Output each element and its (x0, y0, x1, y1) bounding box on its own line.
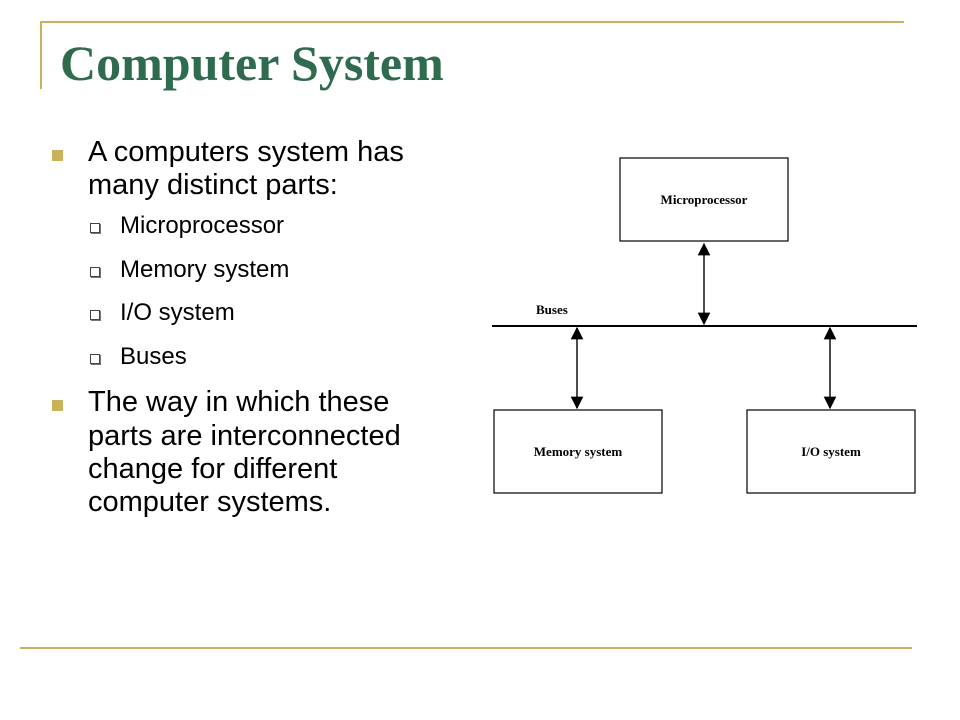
sub-item-io-system: I/O system (88, 299, 460, 327)
memory-system-box (493, 409, 663, 494)
sub-item-label: Memory system (120, 255, 290, 283)
slide-frame-top-line (42, 21, 904, 23)
memory-system-label: Memory system (534, 444, 623, 459)
bullet-item-interconnection: The way in which these parts are interco… (50, 386, 460, 518)
square-bullet-icon (52, 400, 63, 412)
io-system-box (746, 409, 916, 494)
sub-item-microprocessor: Microprocessor (88, 212, 460, 240)
hollow-square-bullet-icon (90, 266, 100, 277)
io-system-label: I/O system (801, 444, 861, 459)
slide-title: Computer System (60, 35, 444, 91)
hollow-square-bullet-icon (90, 223, 100, 234)
sub-item-label: I/O system (120, 299, 235, 327)
bus-label: Buses (536, 302, 568, 317)
sub-item-label: Microprocessor (120, 212, 285, 240)
bullet-item-parts: A computers system has many distinct par… (50, 136, 460, 370)
square-bullet-icon (52, 150, 63, 161)
microprocessor-label: Microprocessor (661, 192, 748, 207)
sub-list-parts: Microprocessor Memory system I/O system … (88, 212, 460, 370)
slide-frame-left-line (40, 21, 42, 89)
sub-item-label: Buses (120, 342, 187, 370)
sub-item-buses: Buses (88, 343, 460, 371)
bullet-text-interconnection: The way in which these parts are interco… (88, 386, 401, 518)
hollow-square-bullet-icon (90, 353, 100, 364)
sub-item-memory-system: Memory system (88, 256, 460, 284)
slide-frame-bottom-line (20, 647, 912, 649)
computer-system-diagram: Microprocessor Buses Memory system I/O s… (492, 157, 917, 494)
bullet-list: A computers system has many distinct par… (50, 136, 460, 531)
bullet-text-parts: A computers system has many distinct par… (88, 136, 404, 202)
hollow-square-bullet-icon (90, 310, 100, 321)
microprocessor-box (619, 157, 789, 242)
